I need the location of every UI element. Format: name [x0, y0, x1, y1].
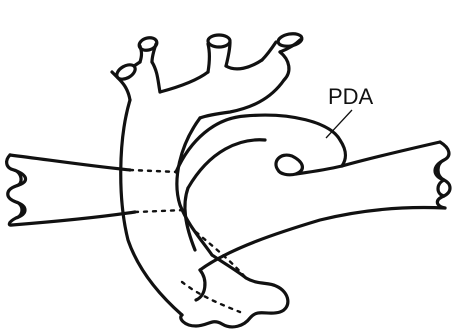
aorta-left-wall	[121, 100, 182, 315]
duct-outer-arc	[176, 115, 346, 172]
right-pulmonary-vessel	[200, 142, 450, 270]
left-pulmonary-vessel	[7, 155, 135, 225]
dashed-lower-2	[182, 282, 240, 312]
dashed-upper	[130, 170, 178, 172]
duct-insertion-loop	[276, 155, 302, 175]
brachiocephalic-branches	[112, 32, 303, 82]
carotid-cut-end	[208, 35, 230, 47]
pda-annotation: PDA	[326, 84, 374, 138]
left-lumen-1	[14, 170, 21, 186]
arch-inner-curve	[200, 80, 284, 118]
duct-lower-wall	[185, 188, 195, 250]
pda-label: PDA	[328, 84, 374, 109]
aorta-right-wall	[177, 118, 212, 255]
pda-leader-line	[326, 110, 352, 138]
dashed-middle	[135, 210, 186, 212]
dashed-lower-1	[196, 232, 246, 278]
arch-to-innominate	[118, 78, 130, 100]
descending-aorta	[176, 115, 346, 250]
left-lumen-2	[16, 202, 22, 218]
